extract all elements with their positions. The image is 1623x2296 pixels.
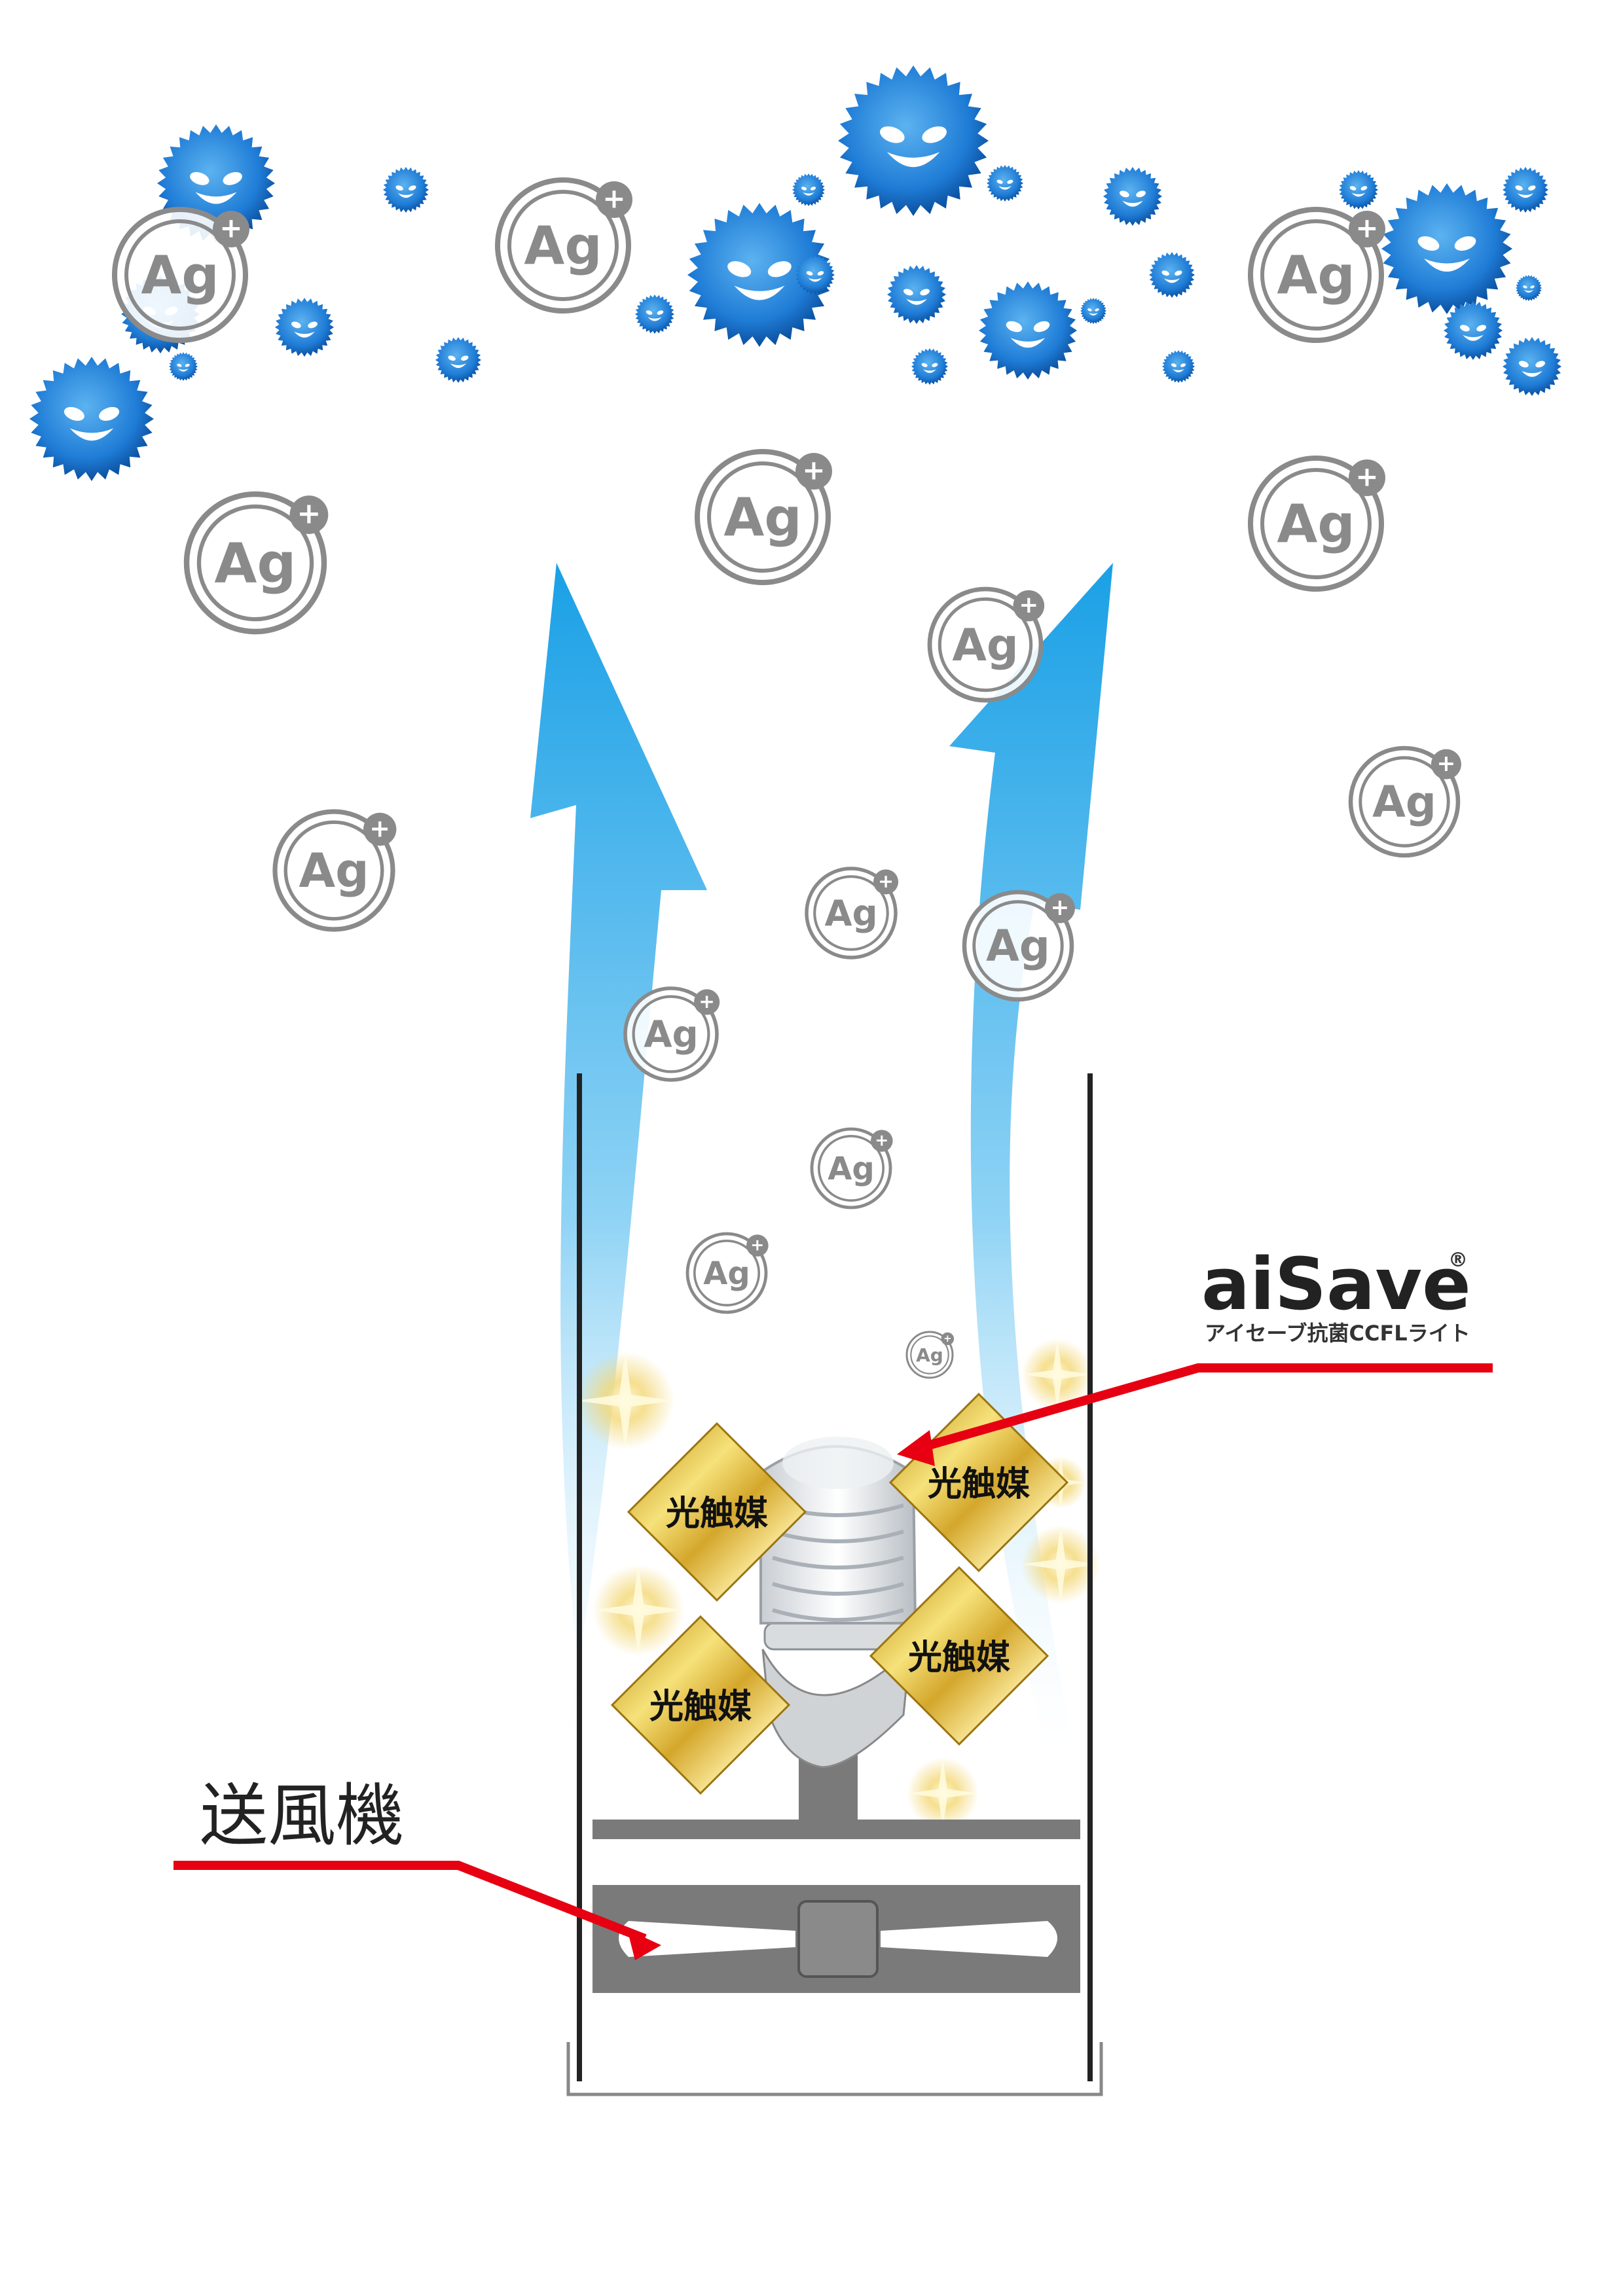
fan-label: 送風機: [200, 1776, 404, 1856]
silver-ion-icon: Ag+: [183, 491, 329, 635]
germ-icon: [792, 173, 825, 206]
ion-charge: +: [602, 183, 625, 215]
photocatalyst-label: 光触媒: [928, 1465, 1030, 1504]
germ-icon: [435, 337, 481, 383]
germ-icon: [1444, 301, 1503, 360]
germ-icon: [1503, 337, 1561, 396]
germ-icon: [635, 295, 674, 334]
germ-icon: [795, 255, 835, 295]
ion-symbol: Ag: [299, 843, 369, 898]
sparkle-icon: [1021, 1525, 1100, 1604]
fan-icon: [593, 1885, 1080, 1993]
ion-symbol: Ag: [214, 531, 296, 595]
photocatalyst-plate: 光触媒: [888, 1392, 1069, 1573]
germ-icon: [887, 265, 946, 324]
germ-icon: [1516, 275, 1542, 301]
silver-ion-icon: Ag+: [112, 207, 249, 343]
brand-logo: aiSave ® アイセーブ抗菌CCFLライト: [1201, 1242, 1471, 1346]
brand-subtitle: アイセーブ抗菌CCFLライト: [1205, 1321, 1470, 1346]
ion-symbol: Ag: [703, 1255, 750, 1292]
ion-charge: +: [878, 870, 894, 892]
germ-icon: [1162, 350, 1195, 383]
ion-charge: +: [369, 814, 390, 842]
photocatalyst-label: 光触媒: [908, 1638, 1011, 1677]
sparkle-icon: [576, 1352, 674, 1450]
ion-charge: +: [875, 1131, 888, 1150]
ion-charge: +: [802, 454, 825, 486]
ion-charge: +: [1437, 751, 1456, 777]
silver-ion-icon: Ag+: [623, 986, 720, 1082]
germ-icon: [1503, 167, 1548, 213]
sparkle-icon: [907, 1757, 979, 1829]
sparkle-icon: [593, 1564, 684, 1656]
photocatalyst-plate: 光触媒: [627, 1422, 807, 1602]
photocatalyst-plate: 光触媒: [869, 1566, 1049, 1746]
ion-symbol: Ag: [916, 1344, 943, 1366]
bulb-icon: [593, 1437, 1080, 1839]
ion-symbol: Ag: [723, 487, 801, 548]
brand-name: aiSave: [1201, 1242, 1471, 1326]
germ-icon: [979, 281, 1077, 380]
pointer-arrow-bulb: [897, 1363, 1493, 1466]
ion-charge: +: [943, 1333, 951, 1344]
silver-ion-icon: Ag+: [1248, 456, 1385, 592]
photocatalyst-plate: 光触媒: [610, 1615, 791, 1795]
ion-symbol: Ag: [1372, 778, 1436, 827]
photocatalyst-label: 光触媒: [649, 1687, 752, 1727]
silver-ion-icon: Ag+: [495, 177, 632, 314]
ion-symbol: Ag: [828, 1151, 875, 1187]
airflow-arrow-left: [530, 563, 707, 1754]
ion-charge: +: [1355, 212, 1378, 244]
ion-symbol: Ag: [986, 922, 1050, 971]
germ-icon: [987, 165, 1023, 202]
germ-icon: [838, 65, 989, 216]
germ-icon: [29, 357, 154, 481]
silver-ion-icon: Ag+: [1348, 745, 1461, 858]
ion-symbol: Ag: [952, 620, 1018, 672]
silver-ion-icon: Ag+: [905, 1331, 955, 1379]
silver-ion-icon: Ag+: [810, 1127, 893, 1210]
photocatalyst-label: 光触媒: [666, 1494, 769, 1534]
ion-charge: +: [1355, 461, 1378, 493]
germ-icon: [911, 348, 948, 385]
silver-ion-icon: Ag+: [1248, 207, 1385, 343]
ion-symbol: Ag: [1277, 493, 1355, 554]
silver-ion-icon: Ag+: [272, 809, 397, 932]
germ-layer: [29, 65, 1561, 481]
germ-icon: [383, 167, 429, 213]
germ-icon: [1080, 298, 1106, 324]
ion-symbol: Ag: [644, 1014, 698, 1056]
brand-registered-mark: ®: [1448, 1249, 1468, 1272]
silver-ion-icon: Ag+: [962, 889, 1075, 1002]
ion-symbol: Ag: [524, 215, 602, 276]
ion-charge: +: [699, 990, 715, 1013]
silver-ion-icon: Ag+: [685, 1232, 769, 1314]
ion-charge: +: [219, 212, 242, 244]
silver-ion-layer: Ag+Ag+Ag+Ag+Ag+Ag+Ag+Ag+Ag+Ag+Ag+Ag+Ag+A…: [112, 177, 1461, 1379]
pointer-arrow-fan: [173, 1861, 661, 1960]
ion-charge: +: [1019, 592, 1038, 619]
germ-icon: [1381, 183, 1512, 314]
germ-icon: [275, 298, 334, 357]
ion-charge: +: [297, 497, 321, 531]
ion-symbol: Ag: [824, 893, 877, 934]
silver-ion-icon: Ag+: [695, 449, 832, 585]
sparkle-layer: [576, 1338, 1100, 1829]
germ-icon: [1339, 170, 1378, 209]
germ-icon: [1149, 252, 1195, 298]
ion-symbol: Ag: [141, 245, 219, 306]
ion-symbol: Ag: [1277, 245, 1355, 306]
germ-icon: [687, 203, 831, 347]
germ-icon: [1103, 167, 1162, 226]
ion-charge: +: [750, 1236, 764, 1255]
sparkle-icon: [1021, 1338, 1093, 1410]
germ-icon: [169, 352, 198, 381]
silver-ion-icon: Ag+: [927, 586, 1045, 703]
silver-ion-icon: Ag+: [805, 867, 899, 960]
ion-charge: +: [1051, 895, 1070, 921]
